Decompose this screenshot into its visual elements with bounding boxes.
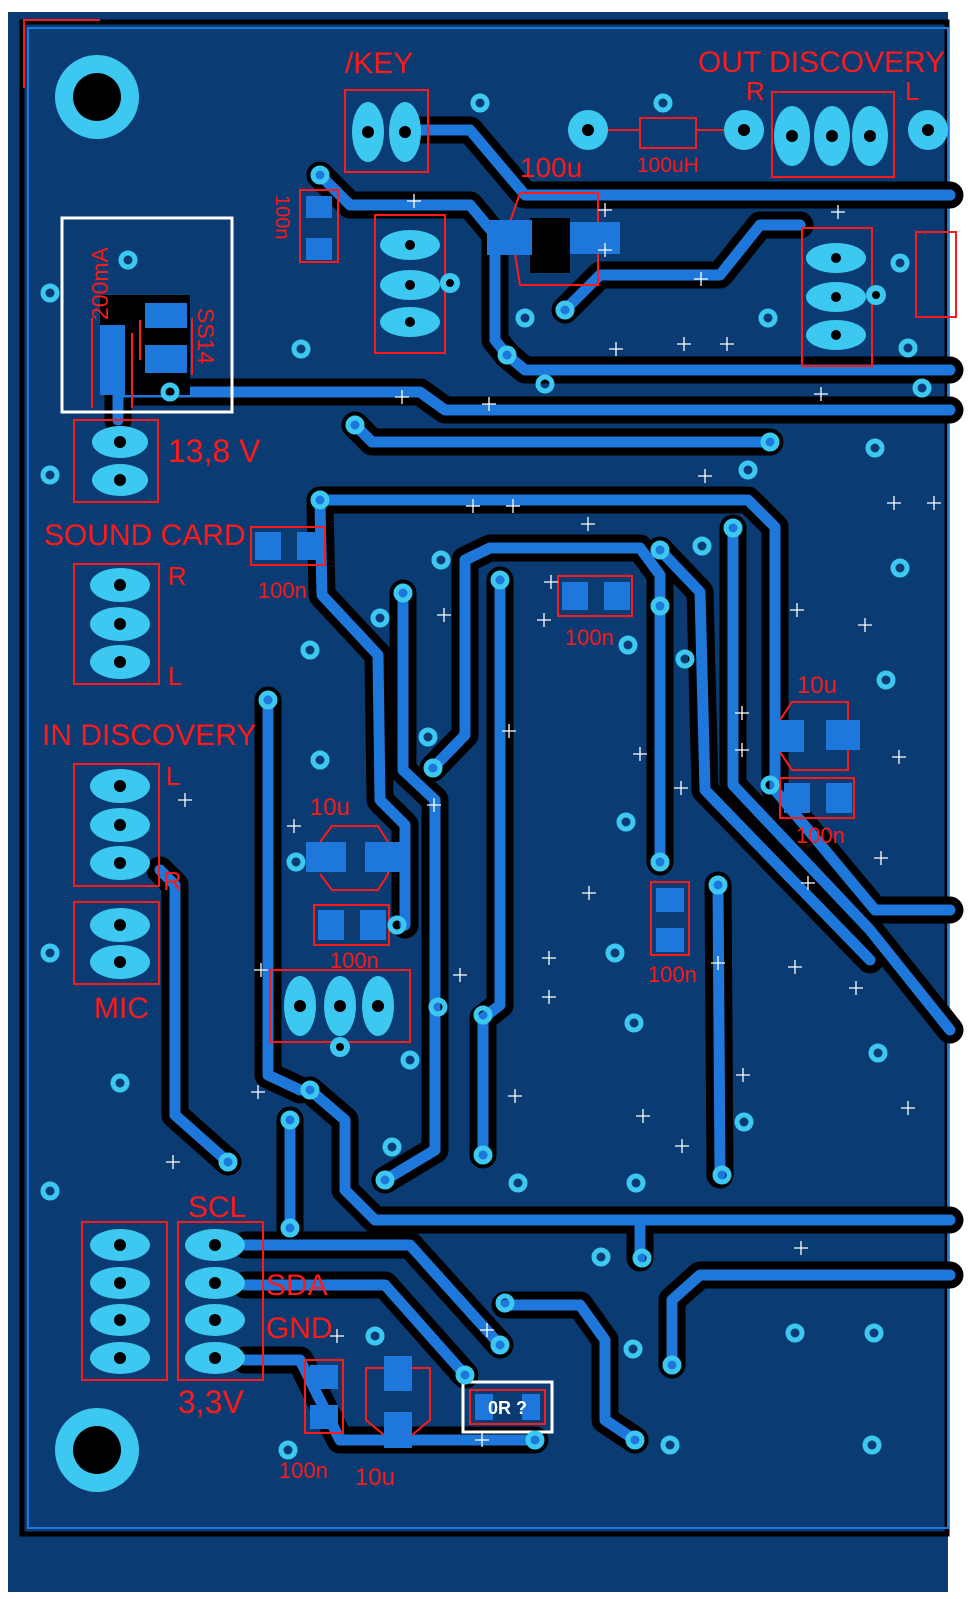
power-connector bbox=[73, 419, 159, 503]
out-r-label: R bbox=[746, 76, 765, 106]
capacitor-mid-100n bbox=[557, 575, 633, 617]
sc-r-label: R bbox=[168, 561, 187, 591]
resistor-0r-label: 0R ? bbox=[488, 1398, 527, 1418]
regulator-right bbox=[801, 227, 957, 367]
power-label: 13,8 V bbox=[168, 433, 261, 469]
capacitor-key-100n bbox=[299, 189, 339, 263]
sound-card-connector bbox=[73, 563, 160, 685]
capacitor-100u bbox=[487, 192, 620, 286]
mounting-hole-top bbox=[55, 55, 139, 139]
in-discovery-connector bbox=[73, 763, 160, 887]
cap-100u-label: 100u bbox=[520, 152, 582, 183]
sda-label: SDA bbox=[266, 1269, 328, 1302]
diode-label: SS14 bbox=[193, 308, 219, 364]
capacitor-center-100n bbox=[650, 881, 690, 956]
mic-connector bbox=[73, 901, 160, 985]
in-l-label: L bbox=[166, 761, 180, 791]
inductor-100uh bbox=[568, 110, 764, 150]
cap-left-100n-label: 100n bbox=[330, 948, 379, 973]
cap-bottom-100n-label: 100n bbox=[279, 1458, 328, 1483]
capacitor-left-10u bbox=[306, 825, 403, 891]
key-label: /KEY bbox=[345, 47, 413, 80]
inductor-label: 100uH bbox=[637, 154, 699, 177]
out-discovery-connector bbox=[771, 91, 948, 178]
resistor-0r: 0R ? bbox=[461, 1380, 554, 1434]
cap-key-100n-label: 100n bbox=[271, 195, 293, 240]
key-connector bbox=[344, 89, 429, 173]
transistor-3pin bbox=[269, 969, 411, 1057]
v33-label: 3,3V bbox=[178, 1384, 244, 1420]
cap-right-100n-label: 100n bbox=[796, 823, 845, 848]
mic-label: MIC bbox=[94, 992, 149, 1025]
fuse-label: 200mA bbox=[87, 246, 113, 320]
regulator-left bbox=[374, 214, 460, 354]
fuse-diode-block bbox=[60, 216, 234, 414]
out-discovery-label: OUT DISCOVERY bbox=[698, 46, 945, 79]
cap-right-10u-label: 10u bbox=[797, 672, 837, 699]
in-discovery-label: IN DISCOVERY bbox=[42, 719, 257, 752]
out-l-label: L bbox=[905, 76, 919, 106]
gnd-label: GND bbox=[266, 1312, 333, 1345]
in-r-label: R bbox=[163, 866, 182, 896]
scl-label: SCL bbox=[188, 1191, 246, 1224]
i2c-header-right bbox=[177, 1221, 264, 1381]
cap-center-100n-label: 100n bbox=[648, 962, 697, 987]
capacitor-left-100n bbox=[313, 904, 390, 946]
cap-left-10u-label: 10u bbox=[310, 794, 350, 821]
cap-mid-100n-label: 100n bbox=[565, 625, 614, 650]
cap-sc-100n-label: 100n bbox=[258, 578, 307, 603]
cap-bottom-10u-label: 10u bbox=[355, 1464, 395, 1491]
reference-marks bbox=[166, 194, 941, 1447]
capacitor-right-100n bbox=[779, 777, 855, 819]
i2c-header-left bbox=[81, 1221, 168, 1381]
vias bbox=[40, 93, 932, 1460]
capacitor-bottom-10u bbox=[365, 1356, 431, 1448]
sound-card-label: SOUND CARD bbox=[44, 519, 246, 552]
capacitor-right-10u bbox=[772, 701, 860, 771]
sc-l-label: L bbox=[168, 661, 182, 691]
mounting-hole-bottom bbox=[55, 1408, 139, 1492]
capacitor-bottom-100n bbox=[304, 1359, 344, 1434]
capacitor-sc-100n bbox=[250, 526, 326, 566]
